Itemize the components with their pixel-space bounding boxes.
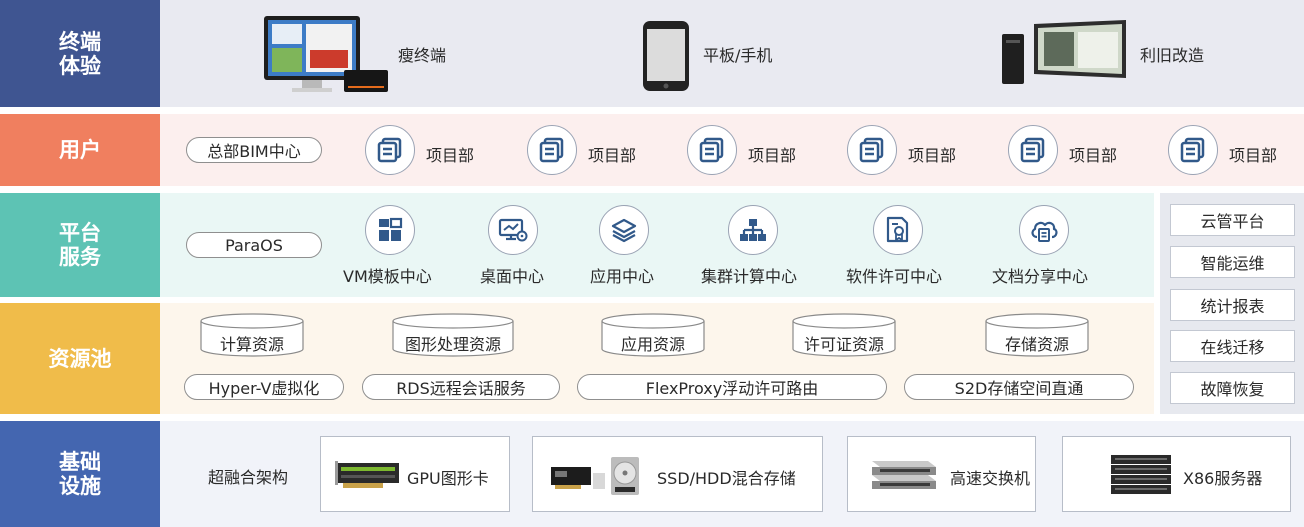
layer-label-platform: 平台服务	[0, 193, 160, 297]
project-icon	[1168, 125, 1218, 175]
project-label: 项目部	[426, 146, 475, 165]
tech-pill-hyperv: Hyper-V虚拟化	[184, 374, 344, 400]
hq-bim-center-pill: 总部BIM中心	[186, 137, 322, 163]
layer-label-pool: 资源池	[0, 303, 160, 414]
resource-cylinder: 图形处理资源	[392, 313, 514, 357]
layers-icon	[599, 205, 649, 255]
thin-client-image	[262, 14, 392, 100]
resource-label: 图形处理资源	[404, 335, 501, 354]
service-document-share: 文档分享中心	[992, 267, 1089, 286]
vm-template-icon	[365, 205, 415, 255]
legacy-pc-image	[1000, 20, 1128, 90]
desktop-icon	[488, 205, 538, 255]
cluster-icon	[728, 205, 778, 255]
project-icon	[847, 125, 897, 175]
mgmt-online-migration: 在线迁移	[1170, 330, 1295, 362]
tech-pill-flexproxy: FlexProxy浮动许可路由	[577, 374, 887, 400]
resource-cylinder: 应用资源	[601, 313, 705, 357]
mgmt-cloud-platform: 云管平台	[1170, 204, 1295, 236]
service-application: 应用中心	[590, 267, 655, 286]
license-icon	[873, 205, 923, 255]
layer-label-user: 用户	[0, 114, 160, 186]
project-icon	[1008, 125, 1058, 175]
service-cluster: 集群计算中心	[701, 267, 798, 286]
hardware-storage-box: SSD/HDD混合存储	[532, 436, 823, 512]
hardware-label: 高速交换机	[950, 469, 1031, 488]
hardware-switch-box: 高速交换机	[847, 436, 1036, 512]
resource-label: 计算资源	[219, 335, 284, 354]
cloud-document-icon	[1019, 205, 1069, 255]
resource-cylinder: 存储资源	[985, 313, 1089, 357]
terminal-item-thin-client: 瘦终端	[398, 46, 447, 65]
resource-label: 许可证资源	[803, 335, 884, 354]
service-vm-template: VM模板中心	[343, 267, 432, 286]
project-label: 项目部	[1069, 146, 1118, 165]
hardware-label: SSD/HDD混合存储	[657, 469, 796, 488]
server-image	[1109, 453, 1173, 501]
hyperconverged-label: 超融合架构	[208, 468, 289, 487]
hardware-label: GPU图形卡	[407, 469, 489, 488]
paraos-pill: ParaOS	[186, 232, 322, 258]
tech-pill-rds: RDS远程会话服务	[362, 374, 560, 400]
project-label: 项目部	[588, 146, 637, 165]
terminal-item-legacy: 利旧改造	[1140, 46, 1205, 65]
mgmt-fault-recovery: 故障恢复	[1170, 372, 1295, 404]
project-icon	[365, 125, 415, 175]
tech-pill-s2d: S2D存储空间直通	[904, 374, 1134, 400]
resource-label: 应用资源	[620, 335, 685, 354]
layer-label-terminal: 终端体验	[0, 0, 160, 107]
project-icon	[527, 125, 577, 175]
project-label: 项目部	[1229, 146, 1278, 165]
project-label: 项目部	[748, 146, 797, 165]
platform-row-bg	[160, 193, 1154, 297]
project-icon	[687, 125, 737, 175]
resource-cylinder: 计算资源	[200, 313, 304, 357]
hardware-label: X86服务器	[1183, 469, 1263, 488]
service-license: 软件许可中心	[846, 267, 943, 286]
resource-label: 存储资源	[1004, 335, 1069, 354]
tablet-image	[642, 20, 690, 96]
resource-cylinder: 许可证资源	[792, 313, 896, 357]
layer-label-infra: 基础设施	[0, 421, 160, 527]
service-desktop: 桌面中心	[480, 267, 545, 286]
ssd-hdd-image	[549, 451, 641, 503]
mgmt-statistics: 统计报表	[1170, 289, 1295, 321]
hardware-server-box: X86服务器	[1062, 436, 1291, 512]
switch-image	[868, 457, 938, 497]
terminal-item-tablet: 平板/手机	[703, 46, 773, 65]
gpu-card-image	[335, 459, 403, 497]
mgmt-smart-ops: 智能运维	[1170, 246, 1295, 278]
hardware-gpu-box: GPU图形卡	[320, 436, 510, 512]
project-label: 项目部	[908, 146, 957, 165]
